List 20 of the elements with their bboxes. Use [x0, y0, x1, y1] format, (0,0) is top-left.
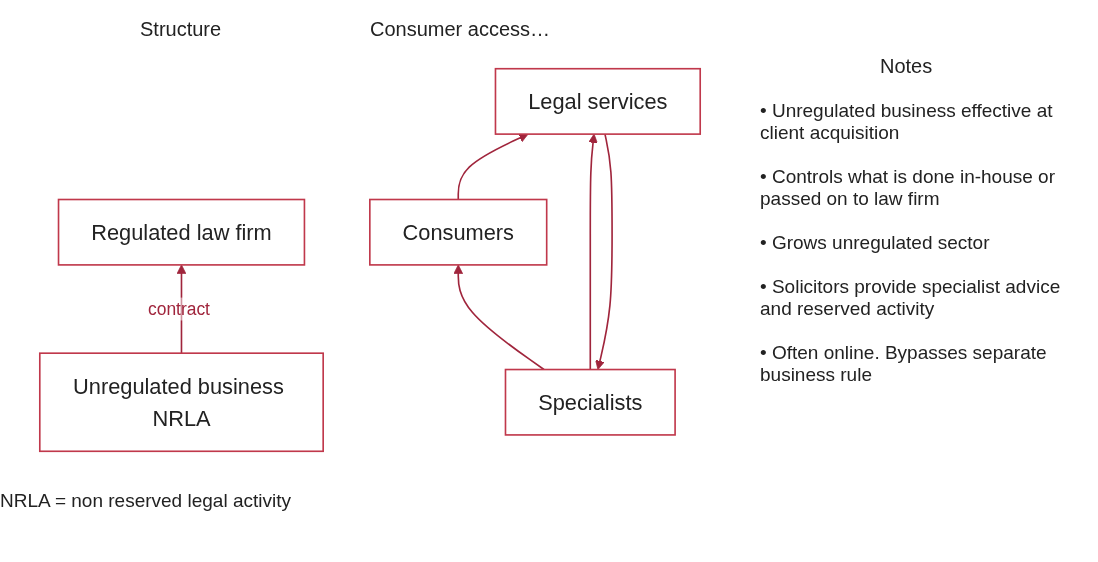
node-box: Legal services [494, 67, 702, 135]
heading: Notes [880, 55, 933, 78]
arrow [176, 264, 187, 354]
heading: Consumer access… [370, 18, 551, 41]
edge-label: contract [147, 299, 210, 320]
note-text: • Unregulated business effective at client acquisition [760, 100, 1054, 144]
node-box: Specialists [504, 368, 676, 436]
node-box: Consumers [369, 198, 548, 266]
arrow [453, 264, 545, 371]
arrow [588, 133, 598, 371]
heading: Structure [140, 18, 222, 41]
arrow [457, 133, 529, 201]
note-text: • Solicitors provide specialist advice and reserved activity [760, 276, 1062, 320]
node-box: Regulated law firm [57, 198, 306, 266]
arrow [595, 133, 613, 370]
note-text: • Controls what is done in-house or passed on to law firm [760, 166, 1056, 210]
note-text: • Often online. Bypasses separate business rule [760, 342, 1048, 386]
footnote: NRLA = non reserved legal activity [0, 490, 291, 512]
node-box: Unregulated business NRLA [38, 352, 324, 453]
note-text: • Grows unregulated sector [760, 232, 991, 254]
